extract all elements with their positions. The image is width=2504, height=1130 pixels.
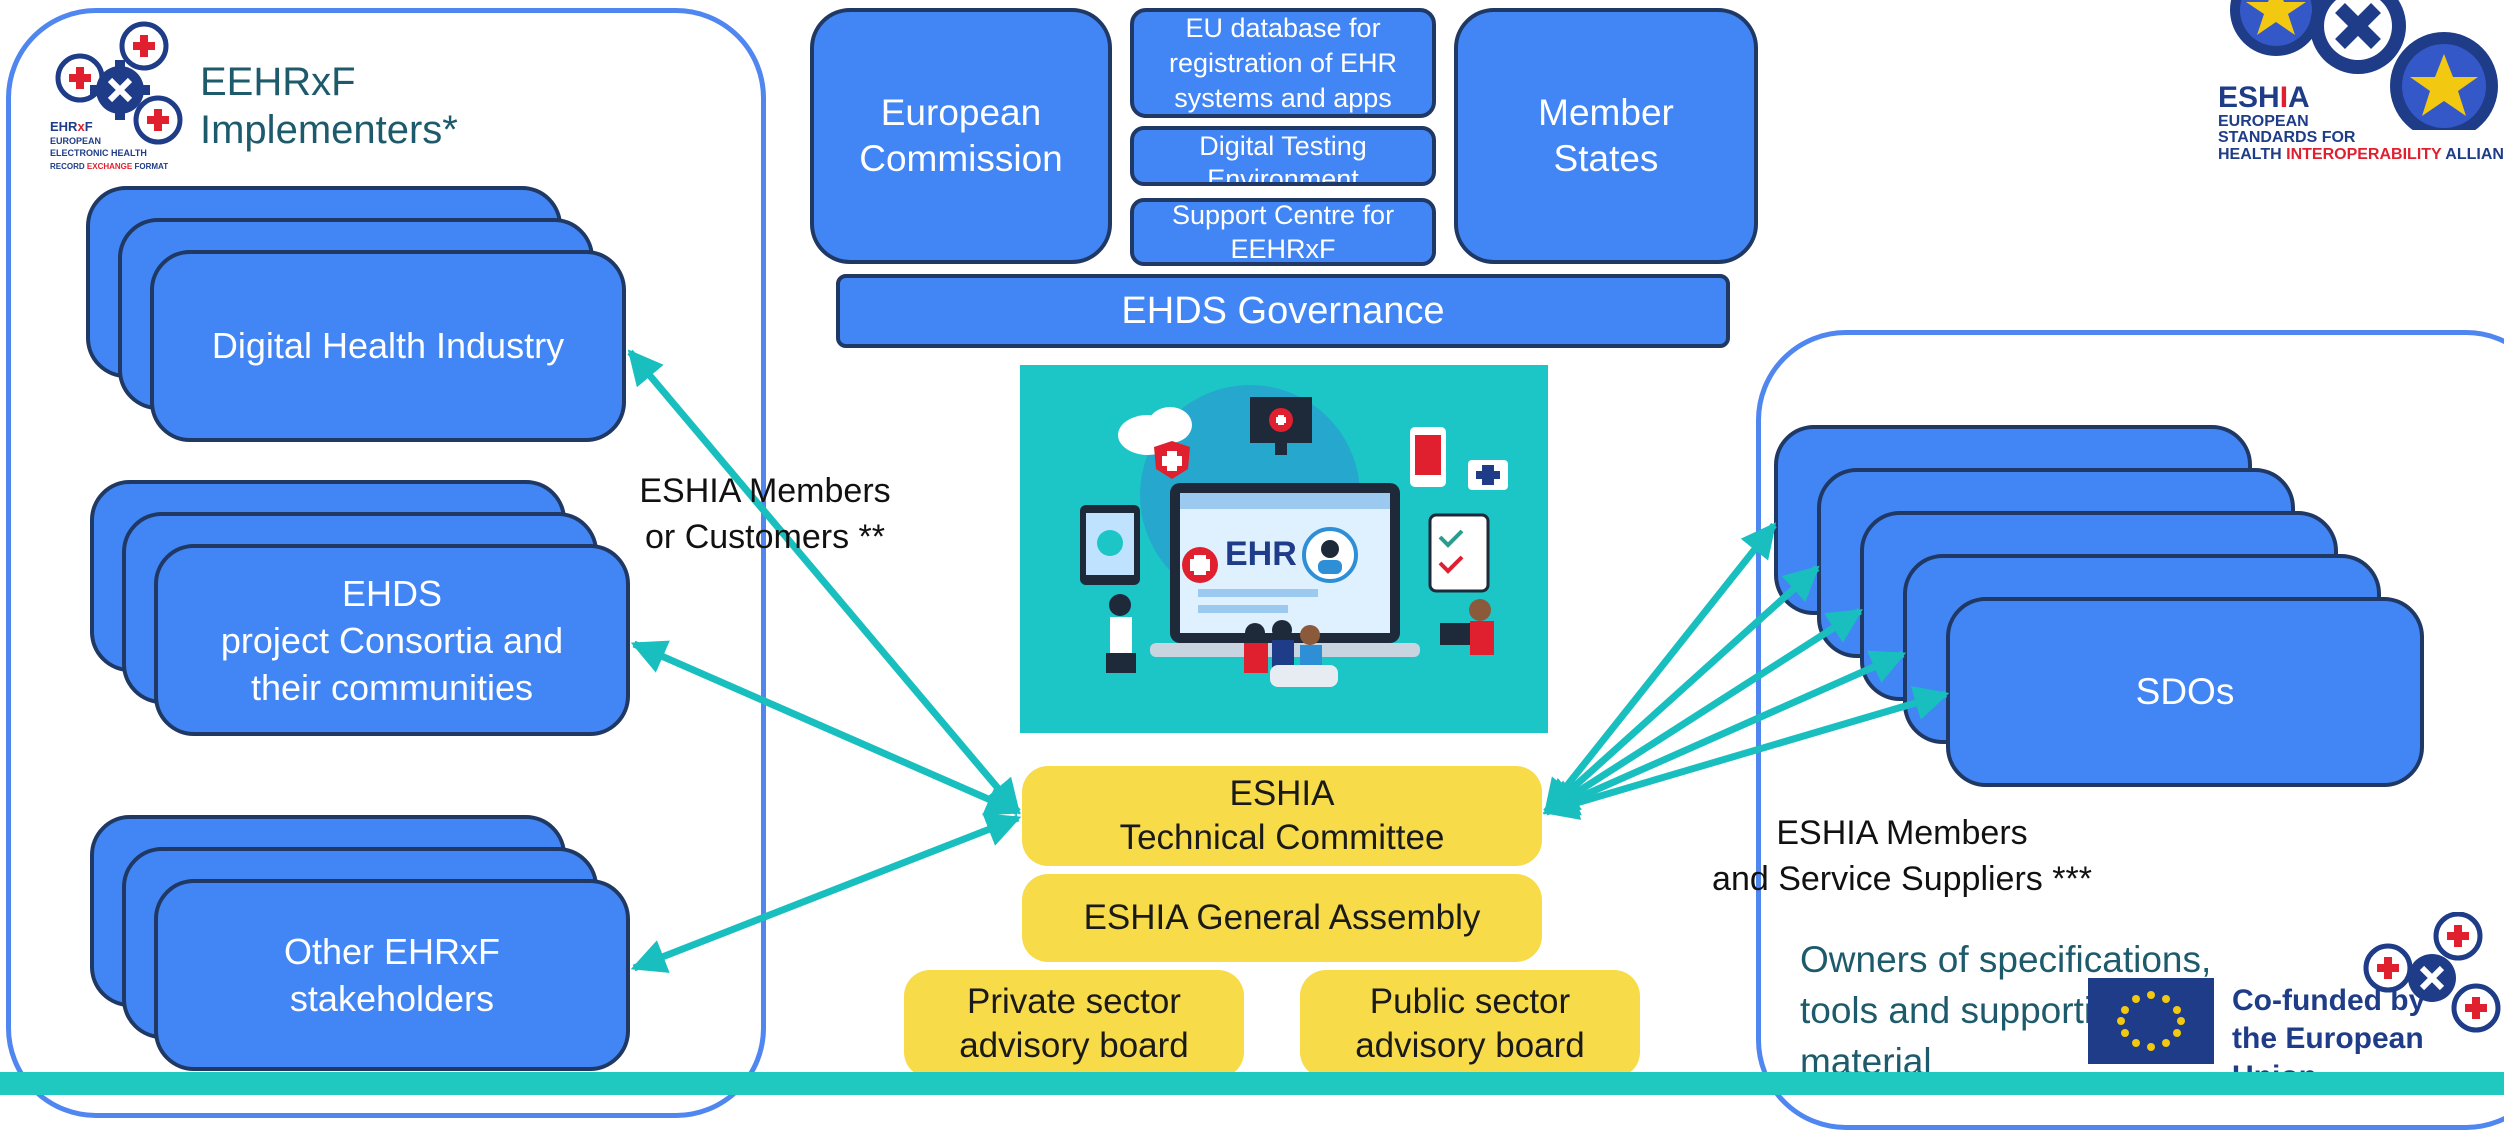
technical-committee-box: ESHIA Technical Committee	[1022, 766, 1542, 866]
eshia-name: ESHIA	[2218, 81, 2310, 114]
arrow-industry	[627, 349, 1021, 815]
arrow-other	[630, 813, 1022, 973]
people-icon	[1106, 594, 1494, 687]
member-states-box: Member States	[1454, 8, 1758, 264]
phone-icon	[1410, 427, 1446, 487]
eshia-logo: ESHIA EUROPEAN STANDARDS FOR HEALTH INTE…	[2212, 0, 2504, 175]
cloud-icon	[1118, 407, 1192, 455]
ehr-illustration: EHR	[1020, 365, 1548, 733]
arrow-sdo-1	[1543, 522, 1777, 815]
support-centre-box: Support Centre for EEHRxF	[1130, 198, 1436, 266]
star-gear-icon	[2230, 0, 2322, 56]
members-suppliers-label: ESHIA Members and Service Suppliers ***	[1712, 814, 2092, 898]
eshia-tagline-3: HEALTH INTEROPERABILITY ALLIANCE	[2218, 146, 2504, 164]
ehrxf-logo-small	[2360, 911, 2504, 1062]
public-advisory-board-box: Public sector advisory board	[1300, 970, 1640, 1078]
connector-arrows	[627, 349, 1950, 973]
ehrxf-logo: EHRxF EUROPEAN ELECTRONIC HEALTH RECORD …	[48, 20, 198, 171]
ehrxf-gears-icon	[55, 21, 183, 145]
eshia-tagline-1: EUROPEAN	[2218, 112, 2309, 130]
digital-health-industry-box: Digital Health Industry	[150, 250, 626, 442]
implementers-title: EEHRxF Implementers*	[200, 60, 458, 152]
ehrxf-logo-line1: EUROPEAN	[50, 135, 102, 146]
general-assembly-box: ESHIA General Assembly	[1022, 874, 1542, 962]
shield-icon	[1154, 441, 1190, 479]
ehr-screen-label: EHR	[1225, 535, 1297, 573]
arrow-sdo-3	[1543, 608, 1863, 815]
ehds-consortia-box: EHDS project Consortia and their communi…	[154, 544, 630, 736]
private-advisory-board-box: Private sector advisory board	[904, 970, 1244, 1078]
ehrxf-logo-line2: ELECTRONIC HEALTH	[50, 148, 147, 159]
eu-database-box: EU database for registration of EHR syst…	[1130, 8, 1436, 118]
star-gear-icon-2	[2390, 32, 2498, 140]
footer-bar	[0, 1072, 2504, 1095]
first-aid-kit-icon	[1468, 460, 1508, 490]
clipboard-icon	[1428, 513, 1490, 593]
arrow-sdo-5	[1542, 686, 1950, 820]
arrow-ehds	[630, 640, 1022, 816]
arrow-sdo-4	[1542, 650, 1907, 816]
ehrxf-brand: EHRxF	[50, 119, 93, 134]
ehrxf-logo-line3: RECORD EXCHANGE FORMAT	[50, 161, 169, 171]
digital-testing-box: Digital Testing Environment	[1130, 126, 1436, 186]
ehds-governance-box: EHDS Governance	[836, 274, 1730, 348]
eu-flag-icon	[2088, 978, 2214, 1064]
eshia-tagline-2: STANDARDS FOR	[2218, 129, 2356, 147]
cross-gear-icon	[2310, 0, 2406, 74]
cross-badge-icon	[1182, 547, 1218, 583]
members-customers-label: ESHIA Members or Customers **	[639, 472, 891, 556]
monitor-icon	[1250, 397, 1312, 455]
tablet-icon	[1080, 505, 1140, 585]
owners-description: Owners of specifications, tools and supp…	[1800, 939, 2212, 1082]
other-stakeholders-box: Other EHRxF stakeholders	[154, 879, 630, 1071]
european-commission-box: European Commission	[810, 8, 1112, 264]
